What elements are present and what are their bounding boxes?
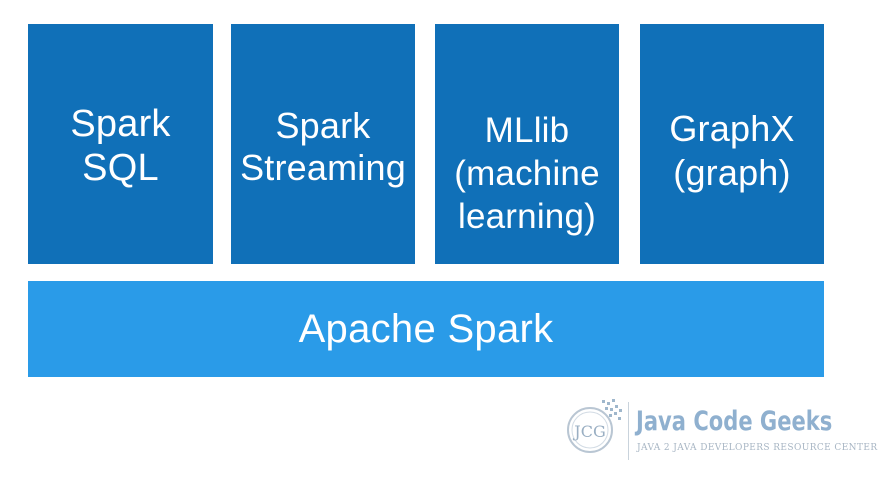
spark-streaming-module: Spark Streaming xyxy=(231,24,415,264)
watermark-divider xyxy=(628,402,629,460)
watermark-subtitle: JAVA 2 JAVA DEVELOPERS RESOURCE CENTER xyxy=(637,443,878,453)
jcg-logo-text: JCG xyxy=(572,422,605,441)
jcg-logo-icon: JCG xyxy=(567,399,622,453)
java-code-geeks-watermark: JCG Java Code Geeks JAVA 2 JAVA DEVELOPE… xyxy=(562,396,877,468)
apache-spark-base: Apache Spark xyxy=(28,281,824,377)
watermark-title: Java Code Geeks xyxy=(636,406,833,437)
graphx-label: GraphX (graph) xyxy=(669,108,795,193)
spark-sql-module: Spark SQL xyxy=(28,24,213,264)
mllib-label: MLlib (machine learning) xyxy=(454,111,600,236)
spark-streaming-label: Spark Streaming xyxy=(240,105,406,188)
spark-sql-label: Spark SQL xyxy=(70,103,171,189)
apache-spark-label: Apache Spark xyxy=(298,306,554,351)
graphx-module: GraphX (graph) xyxy=(640,24,824,264)
mllib-module: MLlib (machine learning) xyxy=(435,24,619,264)
